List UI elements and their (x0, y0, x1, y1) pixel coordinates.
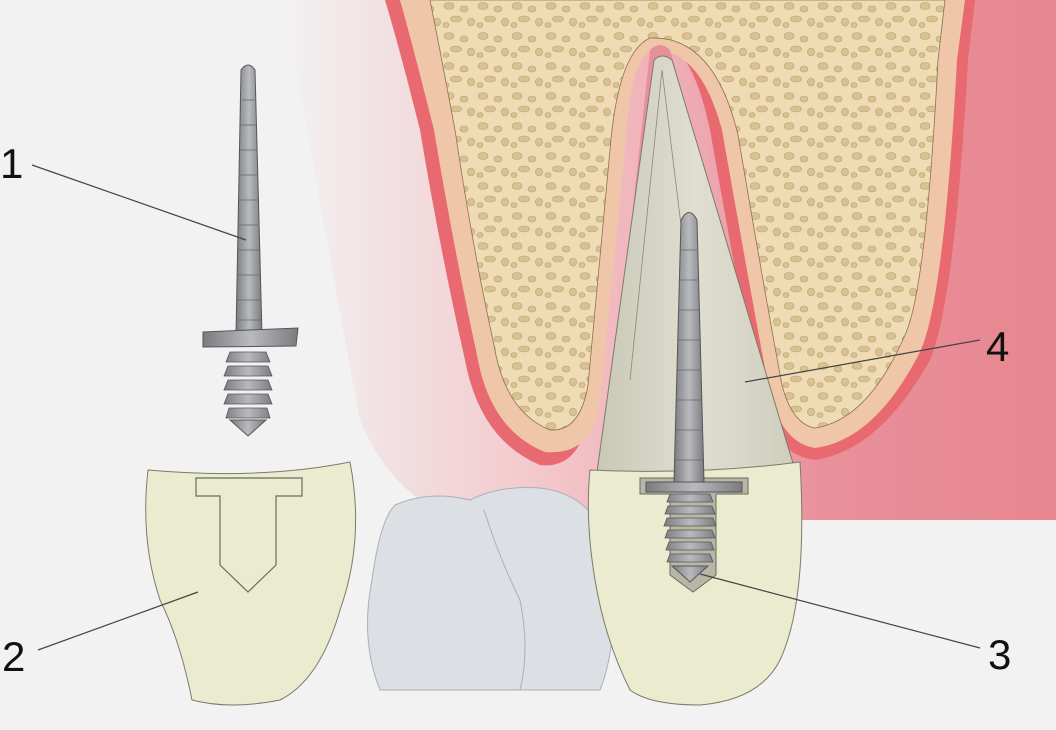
leader-line-1 (31, 164, 247, 241)
crown-post-cavity (195, 477, 303, 593)
label-4: 4 (986, 323, 1010, 370)
leader-line-3 (699, 573, 981, 649)
spongy-bone (429, 0, 946, 431)
adjacent-tooth (367, 487, 614, 691)
installed-post (645, 212, 743, 583)
leader-line-2 (37, 591, 199, 651)
adjacent-tooth-edge (483, 509, 526, 691)
leader-line-4 (744, 339, 981, 383)
separate-post (202, 64, 299, 437)
label-3: 3 (988, 631, 1012, 678)
label-1: 1 (0, 140, 24, 187)
label-2: 2 (2, 633, 26, 680)
